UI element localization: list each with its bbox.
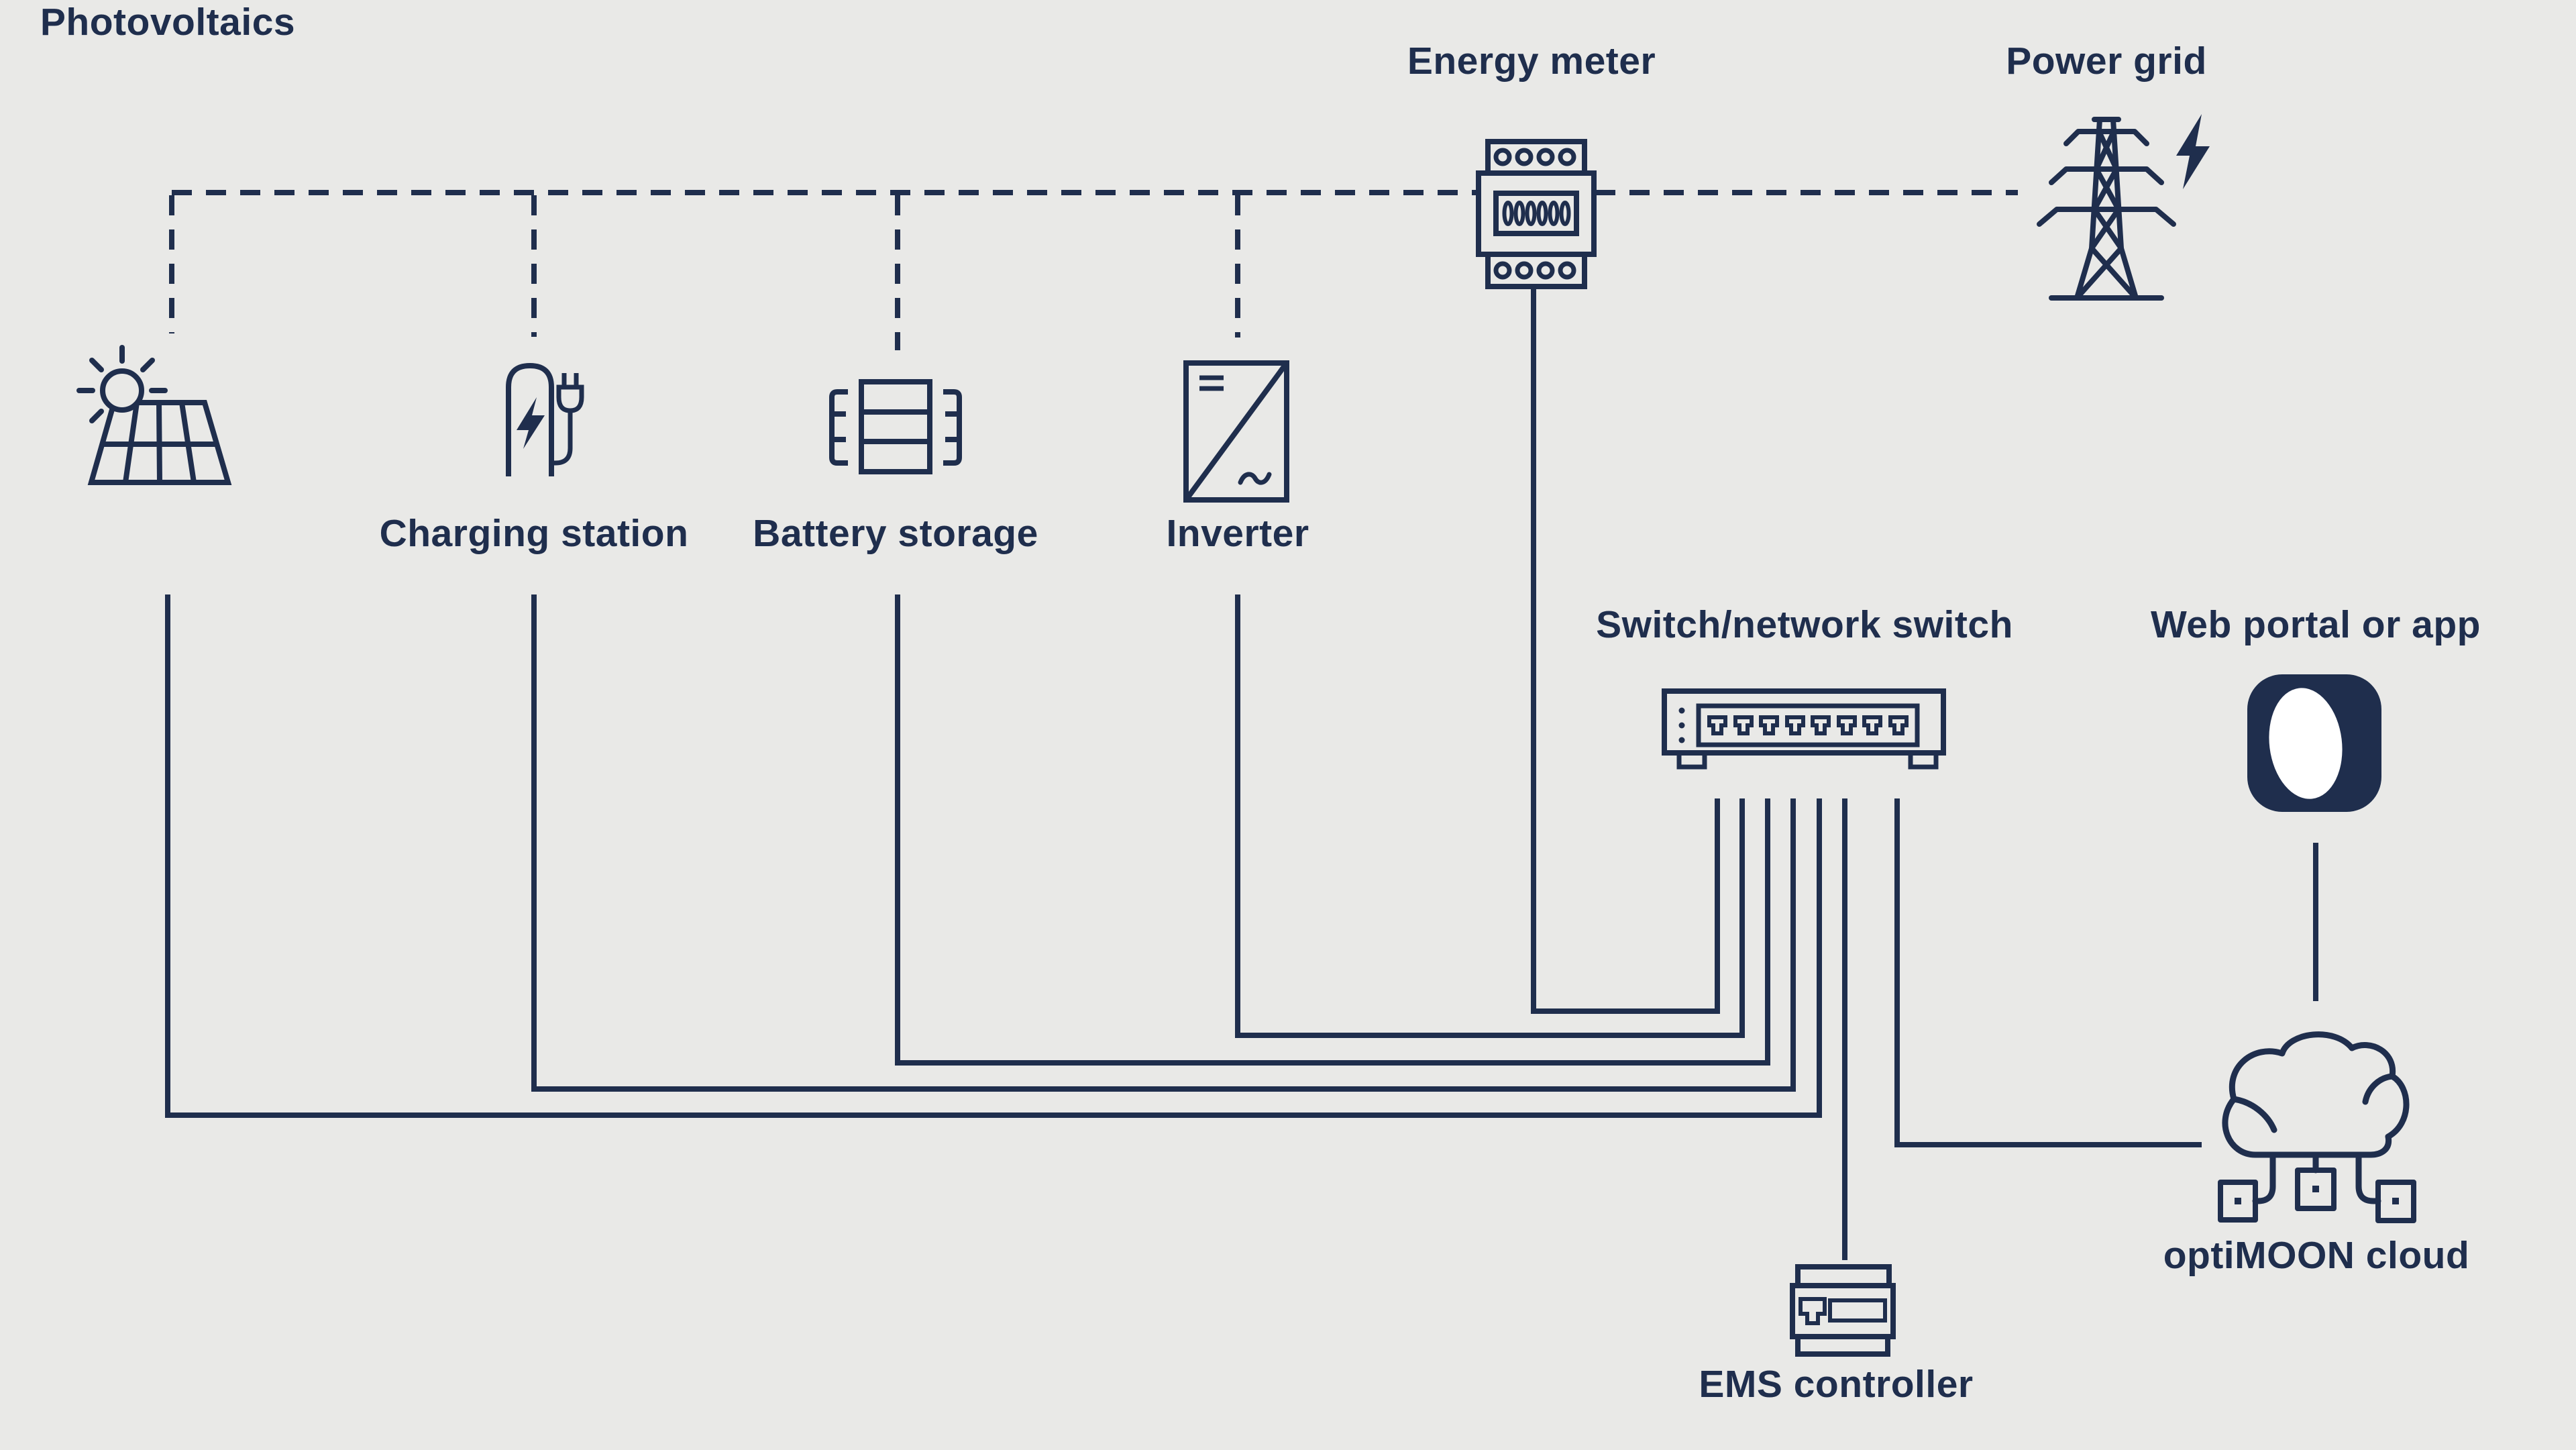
app-moon-blob bbox=[2269, 688, 2343, 799]
label-battery-storage: Battery storage bbox=[753, 512, 1038, 555]
lightning-bolt-icon bbox=[517, 397, 545, 449]
label-inverter: Inverter bbox=[1166, 512, 1309, 555]
label-energy-meter: Energy meter bbox=[1407, 40, 1656, 83]
label-web-portal: Web portal or app bbox=[2151, 603, 2481, 646]
label-network-switch: Switch/network switch bbox=[1596, 603, 2013, 646]
label-charging-station: Charging station bbox=[379, 512, 689, 555]
label-optimoon-cloud: optiMOON cloud bbox=[2163, 1234, 2470, 1277]
cloud-icon bbox=[2218, 1031, 2416, 1223]
line-inverter-to-switch bbox=[1235, 594, 1745, 1038]
grid-lightning-icon bbox=[2176, 114, 2210, 189]
ems-controller-icon bbox=[1790, 1264, 1896, 1357]
label-ems-controller: EMS controller bbox=[1699, 1363, 1974, 1406]
inverter-icon bbox=[1183, 360, 1289, 503]
network-switch-icon bbox=[1662, 688, 1946, 770]
label-power-grid: Power grid bbox=[2006, 40, 2207, 83]
line-pv-to-switch bbox=[165, 594, 1822, 1118]
label-photovoltaics: Photovoltaics bbox=[40, 1, 296, 44]
line-battery-to-switch bbox=[895, 594, 1770, 1066]
ev-charger-icon bbox=[506, 362, 584, 476]
line-charging-to-switch bbox=[531, 594, 1796, 1092]
app-icon bbox=[2247, 674, 2381, 812]
solar-panel-icon bbox=[76, 345, 232, 485]
switch-status-leds bbox=[1678, 707, 1685, 743]
line-switch-to-cloud bbox=[1894, 798, 2202, 1147]
dashed-energy-lines bbox=[169, 190, 2018, 350]
battery-rack-icon bbox=[829, 379, 962, 474]
cloud-edge-nodes bbox=[2218, 1168, 2416, 1223]
transmission-tower-icon bbox=[2037, 117, 2176, 301]
line-meter-to-switch bbox=[1531, 288, 1720, 1014]
meter-digits bbox=[1502, 201, 1571, 226]
sun-rays bbox=[76, 345, 168, 423]
switch-ports bbox=[1707, 715, 1909, 735]
energy-meter-icon bbox=[1476, 139, 1597, 289]
solid-data-lines bbox=[165, 288, 2318, 1260]
